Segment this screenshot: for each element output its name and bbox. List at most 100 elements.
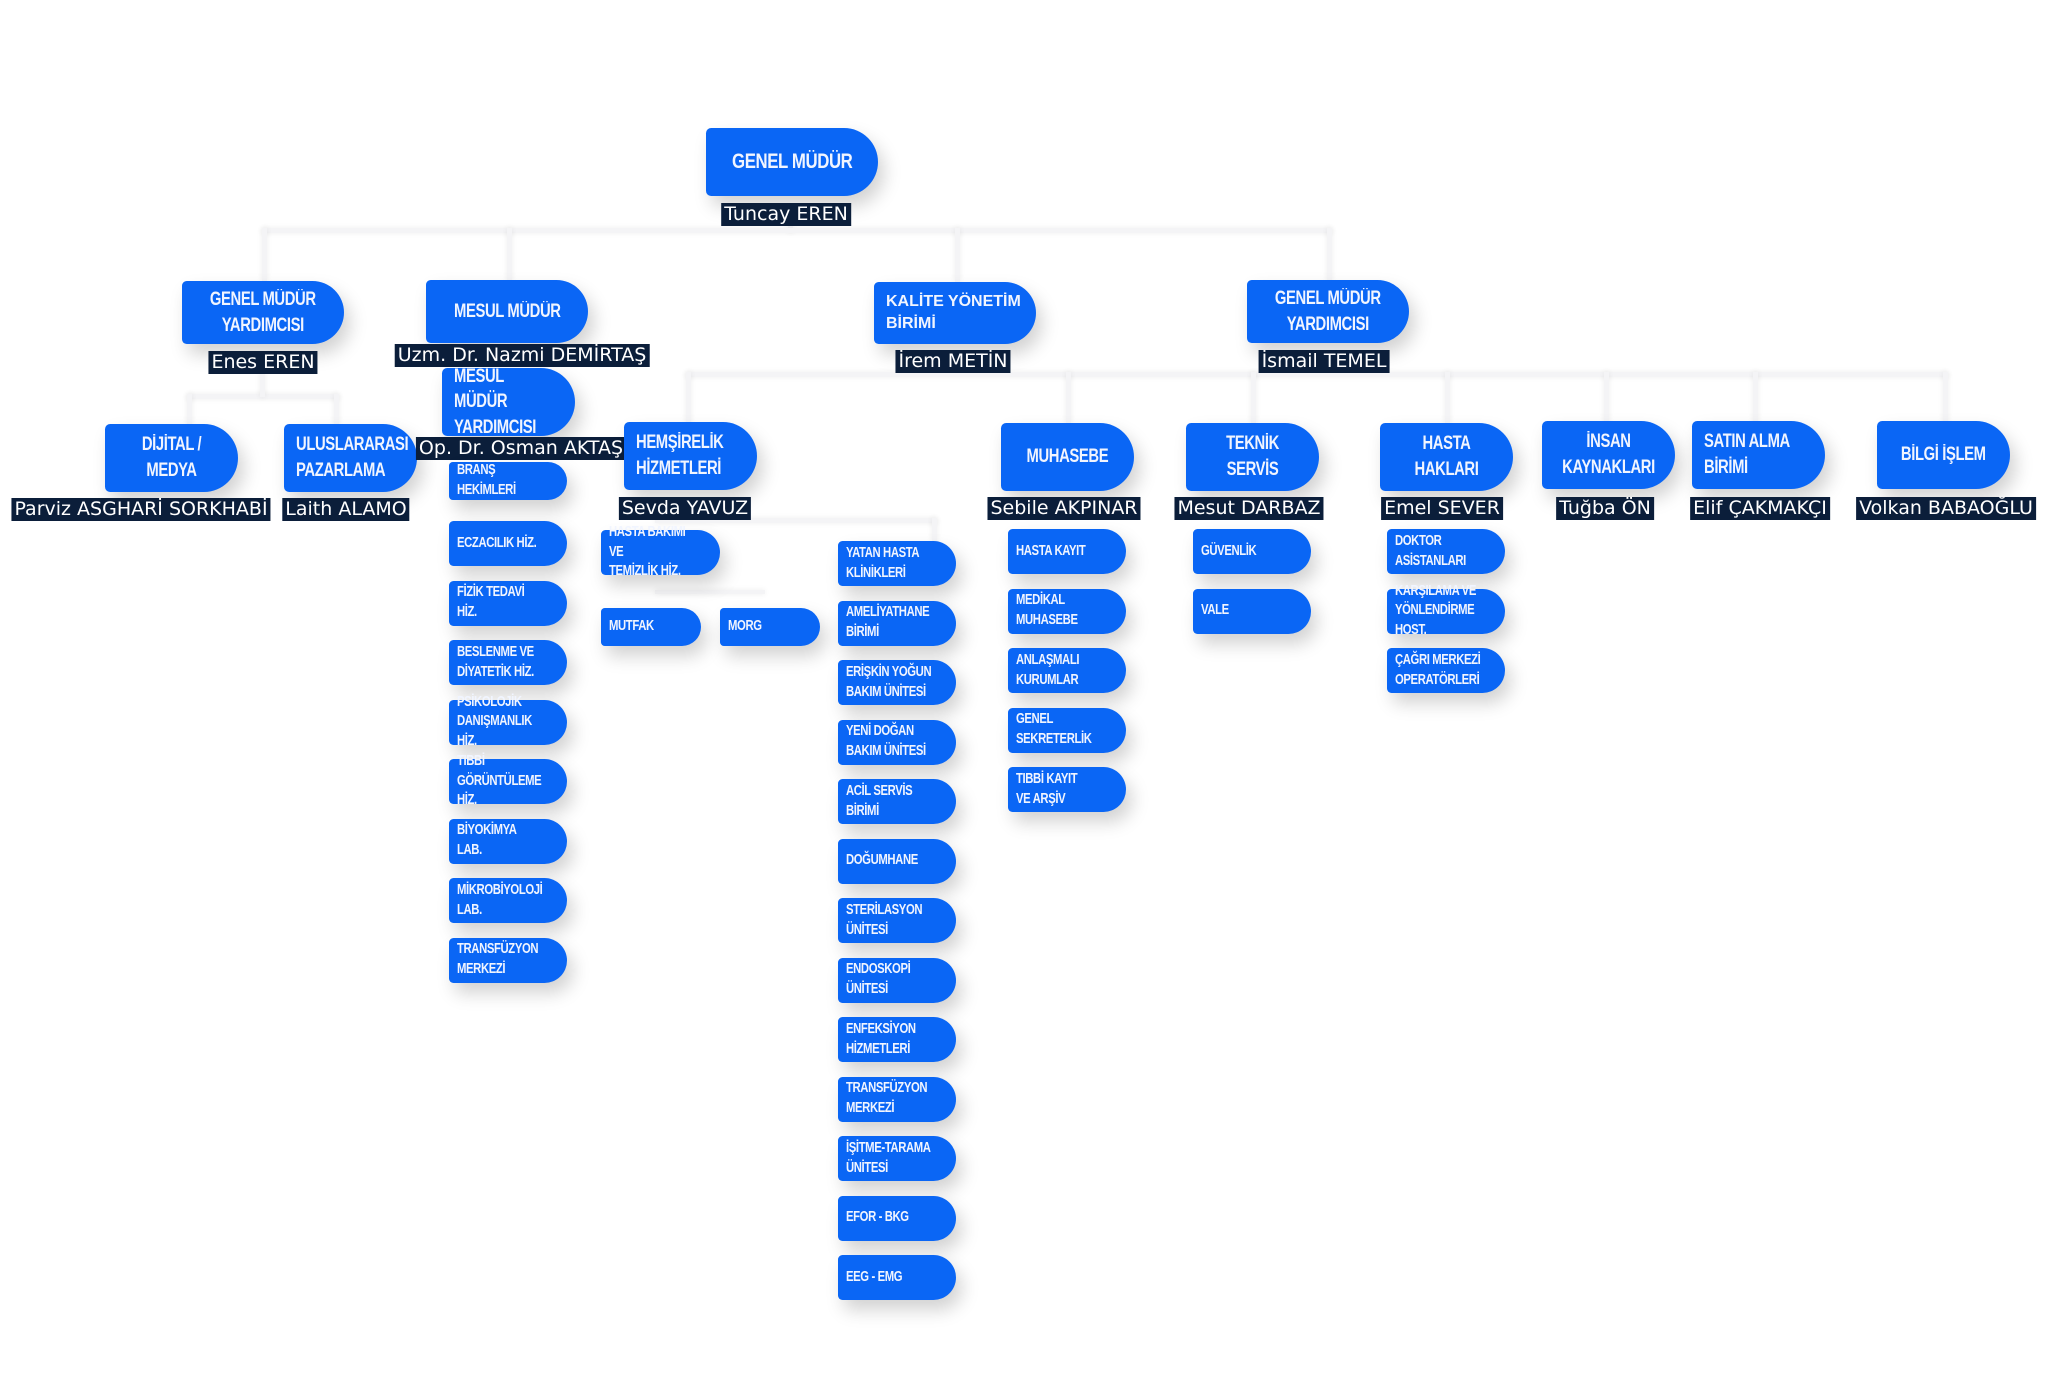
node-title: TEKNİK SERVİS (1226, 433, 1279, 480)
node-genel-mudur[interactable]: GENEL MÜDÜR (706, 128, 878, 196)
node-kalite-yonetim[interactable]: KALİTE YÖNETİM BİRİMİ (874, 282, 1036, 344)
node-title: GENEL SEKRETERLİK (1016, 711, 1092, 747)
unit-9[interactable]: TRANSFÜZYON MERKEZİ (449, 937, 567, 983)
dept-3[interactable]: HASTA HAKLARI (1380, 423, 1513, 491)
dept-2[interactable]: TEKNİK SERVİS (1186, 423, 1319, 491)
node-title: İŞİTME-TARAMA ÜNİTESİ (846, 1139, 931, 1176)
person-mesul-mudur: Uzm. Dr. Nazmi DEMİRTAŞ (394, 344, 650, 367)
node-mutfak[interactable]: MUTFAK (601, 608, 701, 646)
dept-1[interactable]: MUHASEBE (1001, 423, 1134, 491)
node-title: MESUL MÜDÜR YARDIMCISI (454, 365, 537, 438)
dept-1-unit-1[interactable]: HASTA KAYIT (1008, 529, 1126, 574)
unit-10[interactable]: TRANSFÜZYON MERKEZİ (838, 1076, 956, 1122)
unit-8[interactable]: ENDOSKOPİ ÜNİTESİ (838, 957, 956, 1003)
person-gmy-left: Enes EREN (208, 351, 318, 374)
unit-4[interactable]: YENİ DOĞAN BAKIM ÜNİTESİ (838, 719, 956, 765)
node-title: İNSAN KAYNAKLARI (1562, 431, 1655, 478)
node-dijital-medya[interactable]: DİJİTAL / MEDYA (105, 424, 238, 492)
node-uluslararasi-pazarlama[interactable]: ULUSLARARASI PAZARLAMA (284, 424, 417, 492)
node-title: MUTFAK (609, 618, 654, 635)
unit-5[interactable]: PSİKOLOJİK DANIŞMANLIK HİZ. (449, 694, 567, 749)
dept-3-unit-3[interactable]: ÇAĞRI MERKEZİ OPERATÖRLERİ (1387, 648, 1505, 693)
person-gmy-right: İsmail TEMEL (1258, 350, 1390, 373)
dept-6[interactable]: BİLGİ İŞLEM (1877, 421, 2010, 489)
node-title: TIBBİ GÖRÜNTÜLEME HİZ. (457, 753, 542, 809)
node-title: DİJİTAL / MEDYA (141, 434, 202, 481)
connector-hasta-haklari-down (1445, 372, 1450, 424)
dept-1-unit-4[interactable]: GENEL SEKRETERLİK (1008, 707, 1126, 753)
node-title: KARŞILAMA VE YÖNLENDİRME HOST. (1395, 582, 1476, 638)
unit-6[interactable]: DOĞUMHANE (838, 838, 956, 884)
node-title: DOKTOR ASİSTANLARI (1395, 532, 1466, 569)
unit-7[interactable]: BİYOKİMYA LAB. (449, 818, 567, 864)
node-gmy-right[interactable]: GENEL MÜDÜR YARDIMCISI (1247, 280, 1409, 343)
person-dept-5: Elif ÇAKMAKÇI (1690, 497, 1830, 520)
node-title: ULUSLARARASI PAZARLAMA (296, 434, 409, 481)
node-hasta-bakimi-temizlik[interactable]: HASTA BAKIMI VE TEMİZLİK HİZ. (601, 524, 720, 579)
node-title: MUHASEBE (1026, 446, 1109, 468)
dept-4[interactable]: İNSAN KAYNAKLARI (1542, 421, 1675, 489)
unit-6[interactable]: TIBBİ GÖRÜNTÜLEME HİZ. (449, 753, 567, 808)
node-morg[interactable]: MORG (720, 608, 820, 646)
dept-5[interactable]: SATIN ALMA BİRİMİ (1692, 421, 1825, 489)
person-dijital-medya: Parviz ASGHARİ SORKHABİ (11, 498, 271, 521)
connector-level1-bar (262, 228, 1332, 233)
person-dept-1: Sebile AKPINAR (987, 497, 1141, 520)
unit-3[interactable]: FİZİK TEDAVİ HİZ. (449, 580, 567, 626)
unit-8[interactable]: MİKROBİYOLOJİ LAB. (449, 878, 567, 923)
connector-muhasebe-down (1066, 372, 1071, 424)
dept-2-unit-1[interactable]: GÜVENLİK (1193, 529, 1311, 574)
dept-1-unit-5[interactable]: TIBBİ KAYIT VE ARŞİV (1008, 767, 1126, 812)
unit-12[interactable]: EFOR - BKG (838, 1195, 956, 1241)
unit-11[interactable]: İŞİTME-TARAMA ÜNİTESİ (838, 1136, 956, 1181)
connector-insan-down (1604, 372, 1609, 424)
unit-2[interactable]: ECZACILIK HİZ. (449, 521, 567, 566)
node-title: YATAN HASTA KLİNİKLERİ (846, 544, 920, 581)
node-title: DOĞUMHANE (846, 852, 918, 869)
node-title: GENEL MÜDÜR YARDIMCISI (1275, 287, 1381, 335)
unit-3[interactable]: ERİŞKİN YOĞUN BAKIM ÜNİTESİ (838, 660, 956, 705)
connector-hemsirelik-units-down (932, 518, 937, 542)
node-title: ÇAĞRI MERKEZİ OPERATÖRLERİ (1395, 651, 1481, 688)
unit-1[interactable]: YATAN HASTA KLİNİKLERİ (838, 541, 956, 586)
unit-2[interactable]: AMELİYATHANE BİRİMİ (838, 600, 956, 646)
connector-teknik-down (1251, 372, 1256, 424)
person-dept-2: Mesut DARBAZ (1174, 497, 1324, 520)
person-kalite-yonetim: İrem METİN (895, 350, 1011, 373)
connector-mesul-down (507, 228, 512, 282)
node-title: TRANSFÜZYON MERKEZİ (457, 941, 539, 977)
person-dept-3: Emel SEVER (1381, 497, 1503, 520)
node-title: FİZİK TEDAVİ HİZ. (457, 584, 525, 620)
node-mesul-mudur-yardimcisi[interactable]: MESUL MÜDÜR YARDIMCISI (442, 366, 575, 438)
unit-9[interactable]: ENFEKSİYON HİZMETLERİ (838, 1017, 956, 1062)
dept-1-unit-3[interactable]: ANLAŞMALI KURUMLAR (1008, 648, 1126, 693)
node-title: TRANSFÜZYON MERKEZİ (846, 1080, 928, 1116)
node-title: ACİL SERVİS BİRİMİ (846, 782, 913, 819)
node-title: MİKROBİYOLOJİ LAB. (457, 881, 543, 918)
node-title: ENDOSKOPİ ÜNİTESİ (846, 961, 911, 997)
unit-7[interactable]: STERİLASYON ÜNİTESİ (838, 898, 956, 943)
unit-4[interactable]: BESLENME VE DİYATETİK HİZ. (449, 640, 567, 685)
node-title: SATIN ALMA BİRİMİ (1704, 431, 1790, 478)
dept-1-unit-2[interactable]: MEDİKAL MUHASEBE (1008, 588, 1126, 634)
dept-2-unit-2[interactable]: VALE (1193, 588, 1311, 634)
node-title: ANLAŞMALI KURUMLAR (1016, 651, 1080, 688)
node-title: HASTA HAKLARI (1414, 433, 1479, 480)
person-genel-mudur: Tuncay EREN (721, 203, 851, 226)
node-gmy-left[interactable]: GENEL MÜDÜR YARDIMCISI (182, 281, 344, 344)
node-mesul-mudur[interactable]: MESUL MÜDÜR (426, 280, 588, 343)
connector-gmy-left-down (262, 228, 267, 282)
unit-5[interactable]: ACİL SERVİS BİRİMİ (838, 779, 956, 824)
unit-1[interactable]: BRANŞ HEKİMLERİ (449, 462, 567, 500)
unit-13[interactable]: EEG - EMG (838, 1255, 956, 1300)
dept-3-unit-1[interactable]: DOKTOR ASİSTANLARI (1387, 529, 1505, 574)
node-title: BRANŞ HEKİMLERİ (457, 462, 516, 498)
node-title: ENFEKSİYON HİZMETLERİ (846, 1020, 916, 1057)
node-title: AMELİYATHANE BİRİMİ (846, 604, 930, 640)
node-title: TIBBİ KAYIT VE ARŞİV (1016, 770, 1078, 807)
person-mesul-mudur-yardimcisi: Op. Dr. Osman AKTAŞ (415, 437, 627, 460)
person-dept-4: Tuğba ÖN (1556, 497, 1654, 520)
node-hemsirelik-hizmetleri[interactable]: HEMŞİRELİK HİZMETLERİ (624, 422, 757, 490)
dept-3-unit-2[interactable]: KARŞILAMA VE YÖNLENDİRME HOST. (1387, 583, 1505, 638)
